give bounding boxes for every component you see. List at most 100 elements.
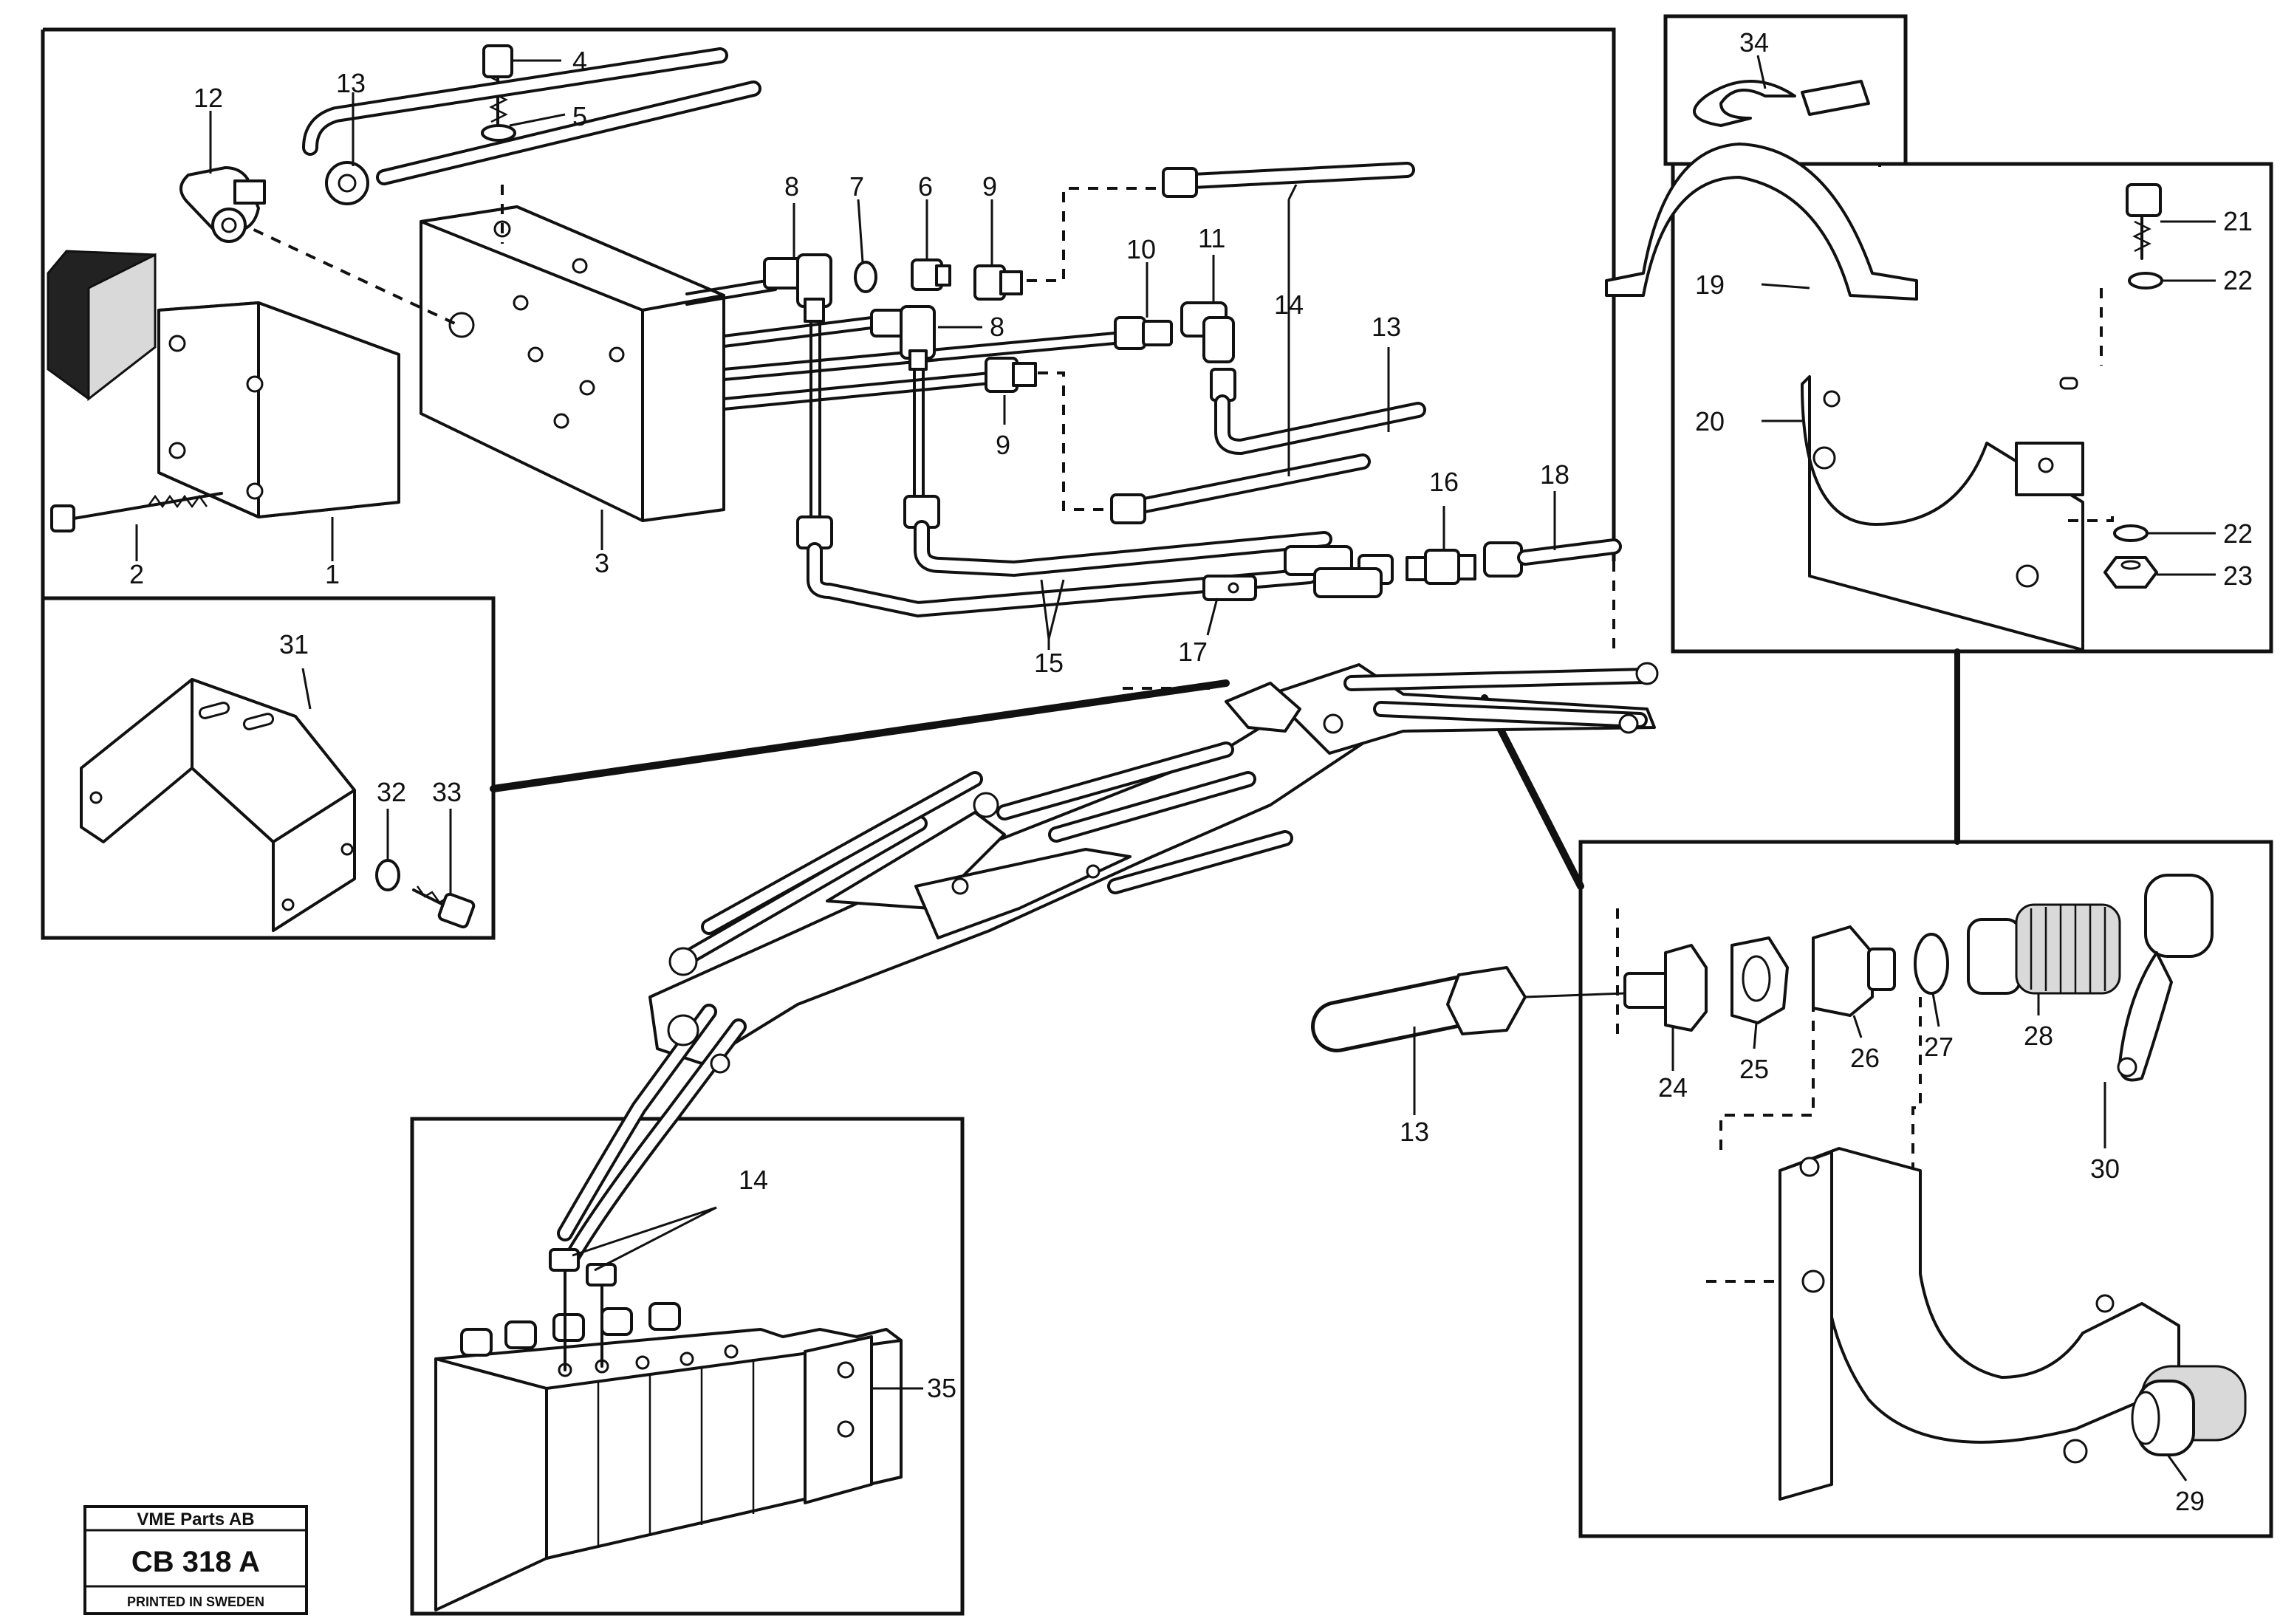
callout-13c: 13 [1400,1117,1429,1147]
inset-valve-frame [410,1117,965,1616]
cable-strap-34 [1693,80,1870,127]
coupling-28 [1967,903,2121,995]
callout-31: 31 [279,629,309,659]
callout-9a: 9 [982,171,997,202]
stamp-printed: PRINTED IN SWEDEN [127,1594,264,1609]
nipple-10 [1114,316,1173,350]
callout-10: 10 [1126,234,1156,264]
seal-27 [1914,933,1949,995]
callout-23: 23 [2223,561,2253,591]
hose-14-lower [1110,453,1371,524]
washer-32 [375,859,400,891]
bolt-33 [412,885,476,929]
callout-24: 24 [1658,1072,1688,1103]
solenoid-block [47,250,400,518]
bolt-21 [2126,183,2162,260]
callout-2: 2 [129,559,144,589]
callout-8a: 8 [784,171,799,202]
bracket-31 [80,678,356,932]
callout-27: 27 [1924,1032,1954,1062]
hose-14-path-b [1038,371,1115,511]
callout-32: 32 [377,777,406,807]
leader-lines [135,55,2216,1481]
callout-12: 12 [194,83,223,113]
callout-25: 25 [1739,1054,1769,1084]
callout-16: 16 [1429,467,1459,497]
callout-14b: 14 [739,1165,768,1195]
callout-4: 4 [572,46,587,76]
callout-15: 15 [1034,648,1064,678]
callout-11: 11 [1198,223,1225,253]
clip-17 [1202,575,1257,601]
callout-34: 34 [1739,27,1769,58]
elbow-fitting-12 [179,166,266,243]
callout-29: 29 [2175,1486,2205,1516]
bolt-4 [481,44,516,244]
callout-33: 33 [432,777,462,807]
callout-13b: 13 [1372,312,1401,342]
adapter-24 [1623,944,1708,1032]
nipple-16 [1406,549,1476,585]
callout-18: 18 [1540,459,1569,490]
callout-22a: 22 [2223,265,2253,295]
hose-13-top [302,47,761,205]
callout-14a: 14 [1274,289,1304,320]
callout-7: 7 [849,171,864,202]
callout-17: 17 [1178,637,1208,667]
callout-13a: 13 [336,68,366,98]
callout-3: 3 [595,548,609,578]
washer-22b [2113,524,2149,542]
callout-19: 19 [1695,270,1725,300]
callout-9b: 9 [996,430,1010,460]
washer-5 [481,124,516,142]
hose-13-detail [1311,966,1626,1052]
adapter-9b [985,357,1037,393]
stamp-code: CB 318 A [131,1546,260,1578]
callout-1: 1 [325,559,340,589]
callout-35: 35 [927,1373,956,1403]
callout-6: 6 [918,171,933,202]
vertical-pipes [796,320,940,549]
clamp-detail [1779,1147,2180,1501]
inset-coupling-frame [1578,840,2273,1538]
callout-30: 30 [2090,1154,2120,1184]
callout-20: 20 [1695,406,1725,436]
adapter-9a [973,264,1023,301]
hose-14-upper [1162,162,1415,198]
manifold-block [236,205,725,522]
main-frame [41,27,1616,650]
elbow-fitting-8a [763,253,832,323]
stamp-company: VME Parts AB [137,1510,254,1529]
hose-18 [1483,538,1622,578]
callout-21: 21 [2223,206,2253,236]
boom-hoses [557,1004,747,1271]
hose-13-right [1214,394,1426,456]
washer-22a [2128,272,2163,289]
inset-clamp-frame [1671,162,2273,654]
elbow-fitting-11 [1180,301,1236,402]
bolt-2 [50,492,223,532]
boom-cylinders [668,662,1659,976]
hose-end-29 [2131,1365,2247,1456]
clamp-19 [1605,143,2078,390]
nut-25 [1730,936,1789,1024]
callout-28: 28 [2024,1021,2053,1051]
callout-5: 5 [572,101,587,131]
nut-23 [2103,556,2158,589]
callout-8b: 8 [990,312,1004,342]
clamp-20 [1801,375,2084,651]
nipple-26 [1812,925,1896,1017]
elbow-fitting-8b [870,305,936,371]
hose-end-fittings [1284,545,1394,598]
inset-bracket-frame [41,596,496,940]
dust-cap-30 [2117,874,2214,1082]
seal-7 [854,261,877,293]
callout-labels: 1 2 3 4 5 6 7 8 8 9 9 10 11 12 13 13 13 … [129,27,2253,1516]
callout-22b: 22 [2223,518,2253,549]
hose-14-path-a [1027,187,1167,282]
valve-bank-35 [434,1248,903,1611]
nipple-6 [911,258,951,291]
hose-15 [807,520,1332,618]
callout-26: 26 [1850,1043,1880,1073]
